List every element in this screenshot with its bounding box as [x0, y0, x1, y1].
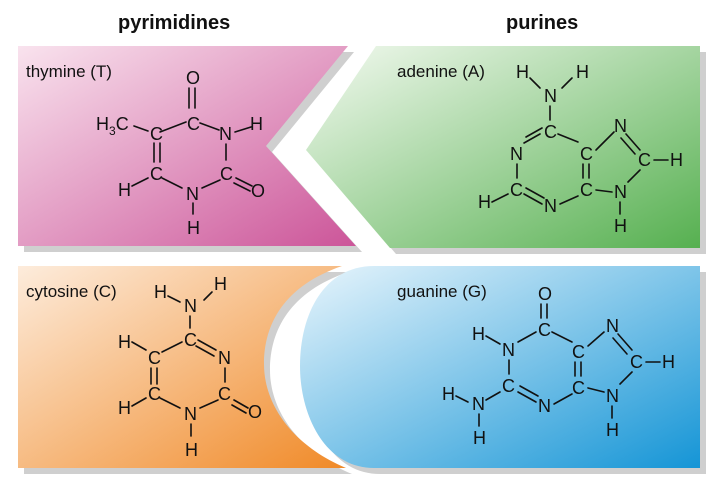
atom-c: C — [630, 352, 643, 372]
atom-c: C — [150, 124, 163, 144]
atom-c: C — [148, 348, 161, 368]
adenine-card — [306, 46, 700, 248]
atom-n: N — [538, 396, 551, 416]
atom-c: C — [580, 144, 593, 164]
atom-c: C — [218, 384, 231, 404]
atom-h: H — [118, 332, 131, 352]
atom-n: N — [218, 348, 231, 368]
guanine-card — [300, 266, 700, 468]
atom-c: C — [502, 376, 515, 396]
atom-c: C — [638, 150, 651, 170]
atom-h: H — [614, 216, 627, 236]
atom-c: C — [580, 180, 593, 200]
atom-n: N — [510, 144, 523, 164]
atom-h: H — [478, 192, 491, 212]
atom-o: O — [186, 68, 200, 88]
atom-c: C — [220, 164, 233, 184]
adenine-structure: H H N C N C H N C C N — [478, 62, 683, 236]
atom-h: H — [187, 218, 200, 238]
atom-h: H — [472, 324, 485, 344]
atom-c: C — [572, 378, 585, 398]
atom-h: H — [185, 440, 198, 460]
purines-heading: purines — [506, 12, 579, 34]
atom-c: C — [572, 342, 585, 362]
atom-h: H — [473, 428, 486, 448]
atom-h: H — [214, 274, 227, 294]
atom-n: N — [472, 394, 485, 414]
pyrimidines-heading: pyrimidines — [118, 12, 231, 34]
atom-h: H — [516, 62, 529, 82]
thymine-card — [18, 46, 356, 246]
atom-h: H — [118, 398, 131, 418]
cytosine-card — [18, 266, 346, 468]
atom-n: N — [606, 316, 619, 336]
atom-c: C — [184, 330, 197, 350]
atom-n: N — [614, 182, 627, 202]
cytosine-structure: H H N C C H N C O C H N — [118, 274, 262, 460]
atom-n: N — [614, 116, 627, 136]
atom-h: H — [576, 62, 589, 82]
atom-n: N — [502, 340, 515, 360]
atom-n: N — [184, 404, 197, 424]
atom-n: N — [544, 196, 557, 216]
thymine-structure: O C H3C C N H C O C H N H — [96, 68, 265, 238]
atom-o: O — [251, 181, 265, 201]
atom-ch3: H3C — [96, 114, 129, 138]
guanine-structure: O C N H C N H H N C C N — [442, 284, 675, 448]
cytosine-label: cytosine (C) — [26, 282, 117, 301]
atom-c: C — [544, 122, 557, 142]
atom-c: C — [150, 164, 163, 184]
adenine-label: adenine (A) — [397, 62, 485, 81]
thymine-label: thymine (T) — [26, 62, 112, 81]
atom-n: N — [606, 386, 619, 406]
atom-o: O — [248, 402, 262, 422]
atom-c: C — [187, 114, 200, 134]
atom-h: H — [670, 150, 683, 170]
atom-n: N — [184, 296, 197, 316]
atom-c: C — [510, 180, 523, 200]
atom-n: N — [544, 86, 557, 106]
atom-n: N — [219, 124, 232, 144]
atom-h: H — [154, 282, 167, 302]
atom-c: C — [148, 384, 161, 404]
atom-h: H — [118, 180, 131, 200]
atom-h: H — [606, 420, 619, 440]
atom-o: O — [538, 284, 552, 304]
atom-h: H — [250, 114, 263, 134]
atom-n: N — [186, 184, 199, 204]
atom-h: H — [442, 384, 455, 404]
atom-c: C — [538, 320, 551, 340]
atom-h: H — [662, 352, 675, 372]
guanine-label: guanine (G) — [397, 282, 487, 301]
